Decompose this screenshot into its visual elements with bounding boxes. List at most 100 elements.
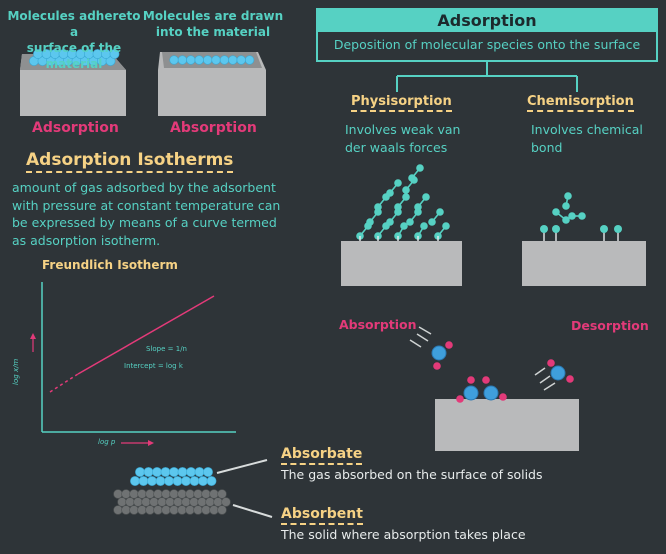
chemisorbed-molecule <box>600 225 608 233</box>
absorbent-particles <box>113 489 231 515</box>
process-desorption-label: Desorption <box>571 318 649 333</box>
absorbent-particle <box>129 505 139 515</box>
absorbent-particle <box>145 505 155 515</box>
absorbent-particle <box>117 497 127 507</box>
absorbed-molecule <box>194 55 204 65</box>
absorbent-particle <box>213 497 223 507</box>
absorbed-molecule <box>169 55 179 65</box>
chemisorbed-molecule <box>562 202 570 210</box>
chemisorbed-molecule <box>562 216 570 224</box>
absorbent-particle <box>181 497 191 507</box>
adsorption-title: Adsorption <box>318 10 656 32</box>
absorbate-particle <box>155 476 166 486</box>
adsorbed-molecule <box>463 385 479 401</box>
chemisorbed-molecule <box>552 225 560 233</box>
isotherms-body: amount of gas adsorbed by the adsorbent … <box>12 180 281 248</box>
absorbate-particle <box>169 467 179 477</box>
process-absorption-label: Absorption <box>339 317 417 332</box>
absorbent-particle <box>217 489 227 499</box>
physisorption-surface <box>341 241 462 286</box>
absorbent-particle <box>161 505 171 515</box>
chemisorbed-molecules <box>540 192 622 241</box>
adsorbed-molecule-atom <box>499 393 507 401</box>
motion-lines <box>409 326 556 391</box>
desorbing-molecule-atom <box>547 359 555 367</box>
absorbent-particle <box>161 489 171 499</box>
physisorbed-molecule <box>422 193 430 201</box>
desorbing-molecule-atom <box>566 375 574 383</box>
chemisorbed-molecule <box>552 208 560 216</box>
incoming-molecule-atom <box>445 341 453 349</box>
absorbent-particle <box>137 489 147 499</box>
adsorbed-molecules <box>29 49 120 66</box>
chemisorbed-molecule <box>568 212 576 220</box>
physisorbed-molecule <box>402 186 410 194</box>
absorbed-molecule <box>236 55 246 65</box>
adsorption-block-illustration <box>20 49 126 116</box>
absorbed-molecule <box>177 55 187 65</box>
absorbate-particle <box>186 467 196 477</box>
absorbent-particle <box>201 489 211 499</box>
absorbed-molecules <box>169 55 255 65</box>
absorbent-particle <box>169 505 179 515</box>
absorbate-particles <box>130 467 217 486</box>
absorbent-particle <box>193 489 203 499</box>
absorbate-particle <box>152 467 162 477</box>
absorbent-particle <box>137 505 147 515</box>
incoming-molecule-atom <box>433 362 441 370</box>
absorbent-particle <box>149 497 159 507</box>
physisorbed-molecule <box>406 218 414 226</box>
absorbent-particle <box>209 489 219 499</box>
absorbent-particle <box>157 497 167 507</box>
adsorbed-molecule-atom <box>482 376 490 384</box>
physisorbed-molecule <box>374 203 382 211</box>
physisorbed-molecule <box>386 218 394 226</box>
absorption-label: Absorption <box>170 120 257 136</box>
chemisorbed-molecule <box>564 192 572 200</box>
physisorbed-molecule <box>394 203 402 211</box>
slope-label: Slope = 1/n <box>146 345 187 353</box>
x-axis-label: log p <box>98 438 116 446</box>
absorbent-particle <box>177 505 187 515</box>
absorption-caption: Molecules are drawn into the material <box>142 9 284 39</box>
incoming-molecule <box>431 345 447 361</box>
absorbent-particle <box>209 505 219 515</box>
chemisorption-heading: Chemisorption <box>527 94 634 112</box>
chemisorbed-molecule <box>614 225 622 233</box>
absorbed-molecule <box>245 55 255 65</box>
absorbate-particle <box>130 476 140 486</box>
absorbent-particle <box>153 505 163 515</box>
physisorbed-molecule <box>400 222 408 230</box>
adsorption-label: Adsorption <box>32 120 119 136</box>
chemisorption-surface <box>522 241 646 286</box>
absorbate-particle <box>164 476 174 486</box>
physisorption-description: Involves weak van der waals forces <box>345 122 461 155</box>
process-molecules <box>431 341 574 403</box>
absorbate-heading: Absorbate <box>281 446 363 465</box>
physisorbed-molecule <box>366 218 374 226</box>
chemisorption-description: Involves chemical bond <box>531 122 643 155</box>
absorbed-molecule <box>219 55 229 65</box>
absorbent-particle <box>173 497 183 507</box>
isotherms-heading: Adsorption Isotherms <box>26 150 234 173</box>
physisorbed-molecule <box>436 208 444 216</box>
physisorbed-molecule <box>394 179 402 187</box>
absorption-block-illustration <box>158 52 266 116</box>
desorbing-molecule <box>550 365 566 381</box>
physisorbed-molecule <box>414 203 422 211</box>
absorbent-particle <box>185 489 195 499</box>
absorbent-particle <box>133 497 143 507</box>
pointer-lines <box>216 459 273 518</box>
absorbent-particle <box>189 497 199 507</box>
absorbate-particle <box>177 467 188 477</box>
absorbent-particle <box>205 497 215 507</box>
y-axis-label: log x/m <box>12 358 20 385</box>
absorbate-particle <box>160 467 171 477</box>
absorbent-particle <box>113 489 123 499</box>
physisorbed-molecule <box>416 164 424 172</box>
adsorption-caption: Molecules adhereto a surface of the mate… <box>7 9 141 71</box>
absorbent-particle <box>121 505 131 515</box>
physisorbed-molecule <box>428 218 436 226</box>
isotherm-line <box>77 295 215 375</box>
absorbent-particle <box>201 505 211 515</box>
